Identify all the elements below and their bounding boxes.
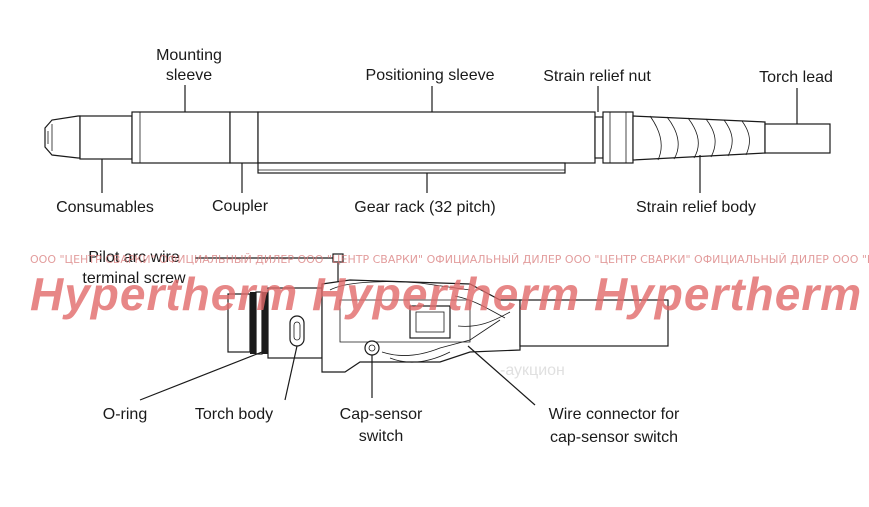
o-ring-2 bbox=[262, 292, 268, 354]
label-strain-relief-body: Strain relief body bbox=[636, 199, 756, 216]
label-pilot-arc-line1: Pilot arc wire bbox=[88, 249, 180, 266]
top-leaders bbox=[101, 85, 798, 193]
bottom-leaders bbox=[139, 257, 536, 406]
mounting-sleeve bbox=[131, 111, 231, 164]
label-torch-lead: Torch lead bbox=[759, 69, 833, 86]
label-mounting-sleeve-line1: Mounting bbox=[156, 47, 222, 64]
label-mounting-sleeve-line2: sleeve bbox=[166, 67, 212, 84]
label-strain-relief-nut: Strain relief nut bbox=[543, 68, 651, 85]
strain-relief-nut-collar bbox=[594, 116, 604, 159]
watermark-brand-line: Hypertherm Hypertherm Hypertherm Hyp bbox=[30, 268, 869, 320]
strain-relief-body bbox=[632, 115, 766, 161]
label-torch-body: Torch body bbox=[195, 406, 273, 423]
label-cap-sensor-line2: switch bbox=[359, 428, 403, 445]
positioning-sleeve bbox=[257, 111, 596, 164]
label-cap-sensor-line1: Cap-sensor bbox=[340, 406, 423, 423]
label-wire-connector-line2: cap-sensor switch bbox=[550, 429, 678, 446]
top-torch-drawing bbox=[44, 111, 831, 174]
watermark: ООО "ЦЕНТР СВАРКИ" ОФИЦИАЛЬНЫЙ ДИЛЕР ООО… bbox=[30, 253, 869, 379]
wire-connector-housing bbox=[409, 305, 451, 339]
bottom-labels: Pilot arc wire terminal screw O-ring Tor… bbox=[82, 249, 680, 446]
top-labels: Mounting sleeve Positioning sleeve Strai… bbox=[56, 47, 833, 216]
torch-body-slot bbox=[289, 315, 305, 347]
o-ring-1 bbox=[250, 292, 256, 354]
watermark-faint-text: -аукцион bbox=[500, 362, 565, 379]
consumables-tip bbox=[44, 115, 81, 159]
consumables-cap bbox=[79, 115, 133, 160]
label-o-ring: O-ring bbox=[103, 406, 147, 423]
strain-relief-nut bbox=[602, 111, 634, 164]
bottom-torch-lead bbox=[519, 299, 669, 347]
label-wire-connector-line1: Wire connector for bbox=[549, 406, 680, 423]
cap-sensor-switch bbox=[364, 340, 380, 356]
coupler bbox=[229, 111, 259, 164]
label-gear-rack: Gear rack (32 pitch) bbox=[354, 199, 495, 216]
watermark-dealer-line: ООО "ЦЕНТР СВАРКИ" ОФИЦИАЛЬНЫЙ ДИЛЕР ООО… bbox=[30, 253, 869, 266]
label-pilot-arc-line2: terminal screw bbox=[82, 270, 186, 287]
label-coupler: Coupler bbox=[212, 198, 269, 215]
gear-rack bbox=[257, 162, 566, 174]
torch-lead bbox=[764, 123, 831, 154]
label-positioning-sleeve: Positioning sleeve bbox=[366, 67, 495, 84]
label-consumables: Consumables bbox=[56, 199, 154, 216]
